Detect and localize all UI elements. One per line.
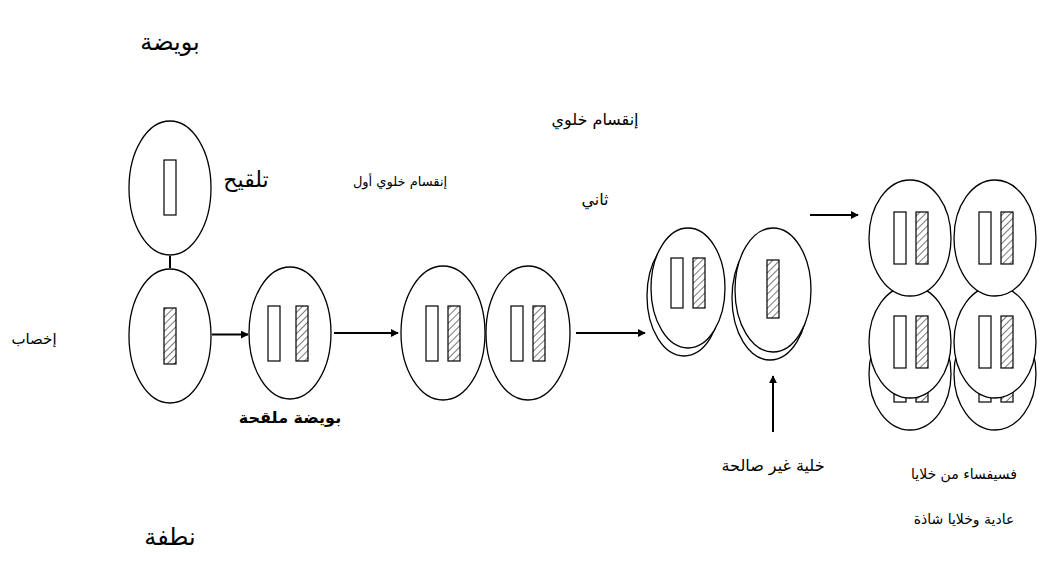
egg-cell: بويضة [128, 27, 212, 256]
zygote-cell: بويضة ملقحة [248, 266, 332, 429]
cell-ellipse [128, 268, 212, 404]
sperm-cell: نطفة [128, 268, 212, 553]
normal-cell-pair [647, 228, 725, 356]
maternal-chromosome [164, 160, 176, 215]
caption-label: فسيفساء من خلايا عادية وخلايا شاذة [894, 452, 1034, 542]
cell-name: نطفة [144, 522, 195, 553]
division-arrow [810, 214, 858, 216]
cell-outline [128, 268, 212, 404]
paternal-chromosome [164, 308, 176, 364]
process-label: تلقيح [223, 166, 268, 195]
maternal-chromosome [268, 306, 280, 361]
division-arrow [334, 332, 398, 334]
callout-label: خلية غير صالحة [721, 456, 824, 477]
step-label: إنقسام خلوي ثاني [540, 80, 650, 240]
label-holder: فسيفساء من خلايا عادية وخلايا شاذة [894, 452, 1034, 542]
connector-arrow [212, 334, 248, 336]
label-holder: إنقسام خلوي أول [353, 174, 447, 191]
paternal-chromosome [296, 306, 308, 361]
label-holder: خلية غير صالحة [721, 456, 824, 477]
cell-outline [128, 120, 212, 256]
invalid-cell-pair [732, 228, 811, 360]
mosaic-cells [869, 180, 1036, 430]
process-label: إخصاب [11, 330, 56, 350]
label-holder: إنقسام خلوي ثاني [540, 80, 650, 240]
cell-outline [248, 266, 332, 400]
step-label: إنقسام خلوي أول [353, 174, 447, 191]
division-arrow [576, 332, 645, 334]
cell-name: بويضة [140, 27, 199, 58]
label-holder: تلقيح [223, 166, 268, 195]
two-cell-stage [401, 266, 570, 400]
label-holder: إخصاب [11, 330, 56, 350]
connector-line [169, 256, 171, 268]
pointer-arrow [772, 376, 774, 432]
cell-ellipse [128, 120, 212, 256]
cell-ellipse [248, 266, 332, 400]
cell-name: بويضة ملقحة [239, 408, 341, 429]
